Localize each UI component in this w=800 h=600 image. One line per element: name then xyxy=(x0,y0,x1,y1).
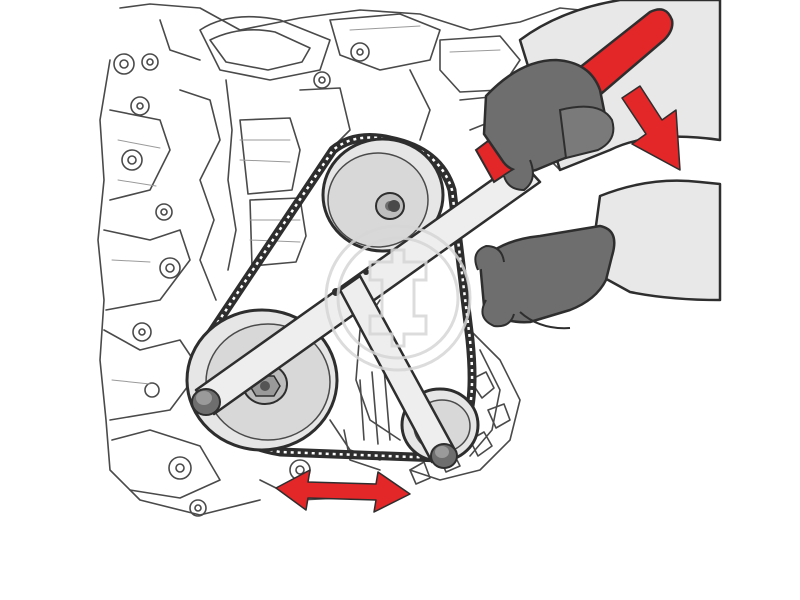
upper-idler-pulley xyxy=(321,137,445,253)
engine-block xyxy=(97,3,601,517)
lower-gloved-hand xyxy=(474,224,616,330)
wrench-logo-icon xyxy=(324,224,472,372)
arrow-down-right-icon xyxy=(621,85,681,171)
lower-arm-sleeve xyxy=(588,179,722,302)
upper-gloved-hand xyxy=(482,58,615,192)
double-arrow-horizontal-icon xyxy=(275,469,411,513)
